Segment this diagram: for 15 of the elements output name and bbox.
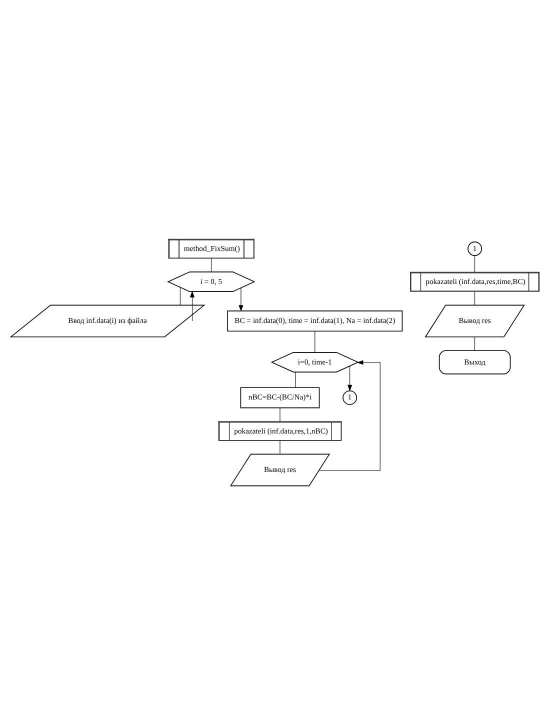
- arrow: [348, 365, 352, 391]
- connector: [314, 330, 316, 352]
- node-box: BC = inf.data(0), time = inf.data(1), Na = inf.data(2): [227, 310, 403, 332]
- node-circle: 1: [342, 390, 358, 404]
- arrow: [190, 290, 195, 321]
- node-circle: 1: [468, 241, 482, 256]
- node-box: Выход: [438, 350, 511, 374]
- node-box: nBC=BC-(BC/Na)*i: [240, 386, 320, 408]
- connector: [474, 254, 476, 272]
- connector: [210, 258, 212, 272]
- connector: [474, 336, 476, 350]
- connector: [295, 371, 296, 388]
- arrow: [318, 360, 380, 470]
- connector: [474, 290, 476, 305]
- arrow: [238, 287, 244, 312]
